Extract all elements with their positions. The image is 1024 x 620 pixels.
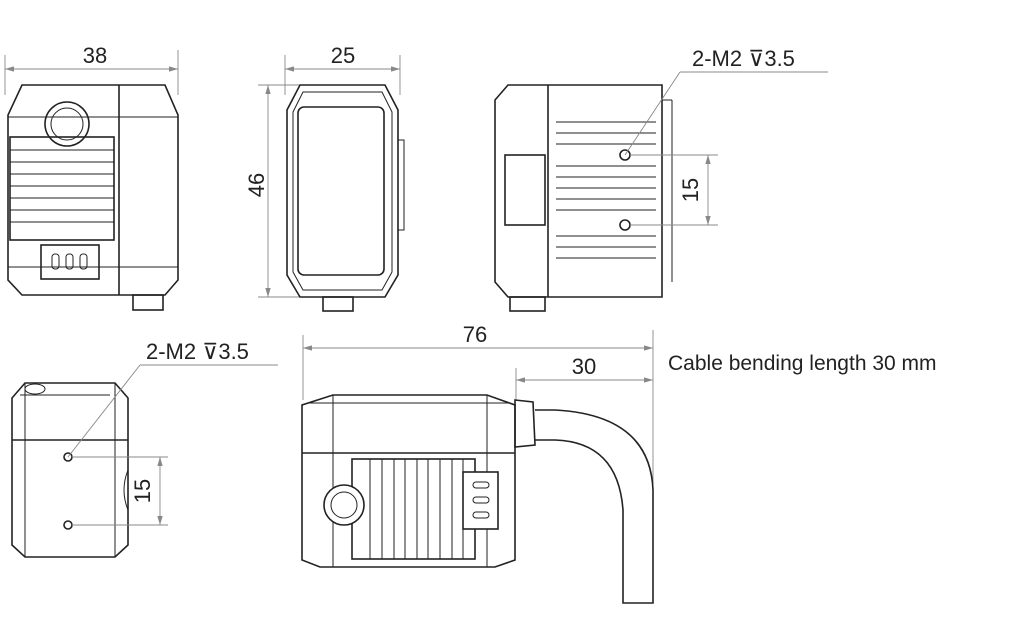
mount-hole <box>619 219 631 231</box>
front-view: 38 <box>4 43 179 311</box>
connector-block <box>40 244 100 280</box>
bottom-holes-callout: 2-M2 ⊽3.5 <box>146 339 249 364</box>
mount-hole <box>63 520 73 530</box>
cable-view: 76 30 <box>301 322 654 604</box>
end-width-label: 25 <box>331 43 355 68</box>
side-holes-callout: 2-M2 ⊽3.5 <box>692 46 795 71</box>
cable-gland <box>514 399 536 448</box>
bottom-view: 15 2-M2 ⊽3.5 <box>11 339 278 558</box>
height-label: 46 <box>244 173 269 197</box>
width-dimension-label: 38 <box>83 43 107 68</box>
end-view: 25 46 <box>244 43 405 312</box>
side-view: 15 2-M2 ⊽3.5 <box>494 46 828 312</box>
cable-length-label: 30 <box>572 354 596 379</box>
length-label: 76 <box>463 322 487 347</box>
side-hole-spacing-label: 15 <box>678 178 703 202</box>
cable-bending-caption: Cable bending length 30 mm <box>668 352 937 375</box>
cable <box>535 409 654 604</box>
bottom-hole-spacing-label: 15 <box>130 479 155 503</box>
